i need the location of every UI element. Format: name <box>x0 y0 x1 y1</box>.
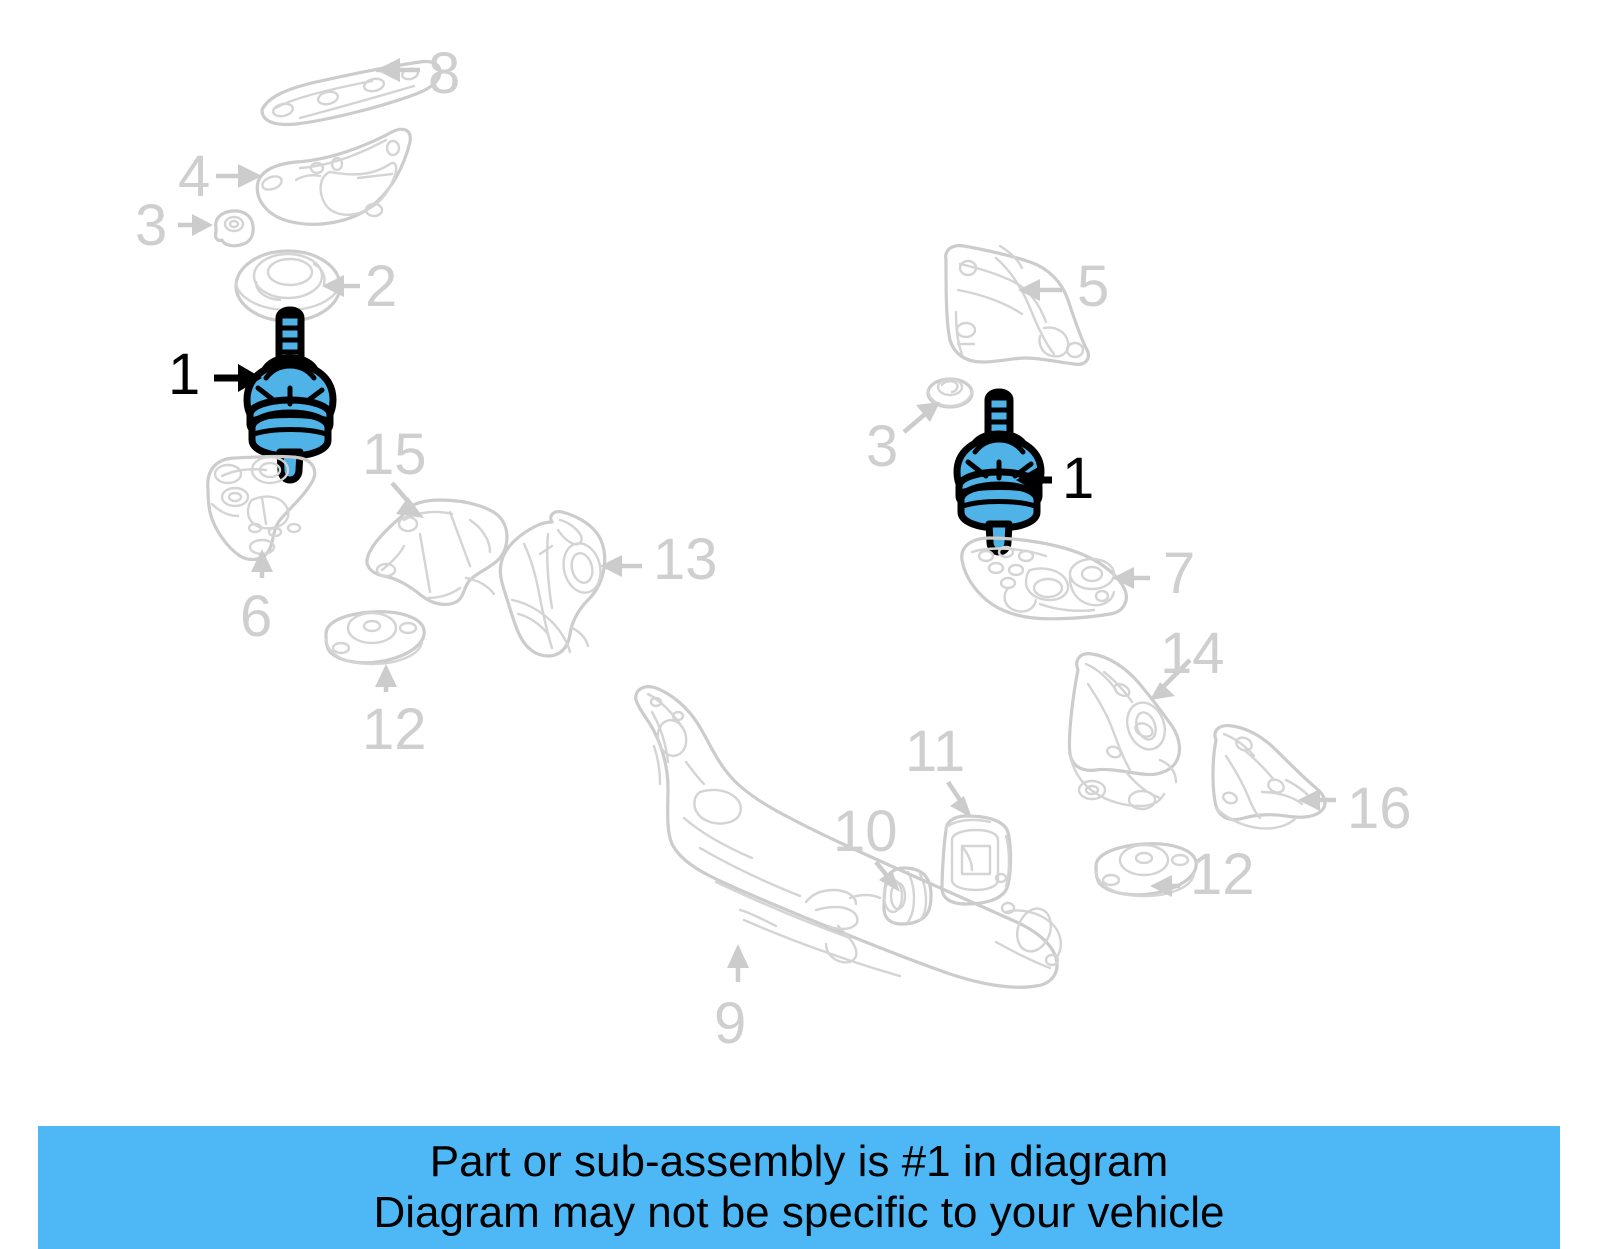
callout-label-13: 13 <box>653 527 718 592</box>
arrow-1-right <box>1016 466 1052 494</box>
callout-label-12-left: 12 <box>362 697 427 762</box>
arrow-10 <box>874 860 900 892</box>
disclaimer-banner: Part or sub-assembly is #1 in diagram Di… <box>38 1126 1560 1249</box>
arrow-7 <box>1112 567 1150 589</box>
arrow-13 <box>600 555 642 577</box>
arrow-8 <box>376 58 420 82</box>
callout-label-3-right: 3 <box>866 414 899 479</box>
part-16-shape <box>1211 724 1327 830</box>
arrow-6 <box>251 549 273 578</box>
part-7-shape <box>960 536 1128 621</box>
part-6-shape <box>206 454 317 562</box>
part-13-shape <box>498 510 607 658</box>
callout-label-7: 7 <box>1163 541 1196 606</box>
part-12-right-shape <box>1094 842 1198 898</box>
callout-label-3-left: 3 <box>135 193 168 258</box>
callout-label-10: 10 <box>833 799 898 864</box>
arrow-3-left <box>178 214 213 236</box>
disclaimer-line-2: Diagram may not be specific to your vehi… <box>373 1187 1225 1237</box>
arrow-3-right <box>902 402 940 434</box>
callout-label-4: 4 <box>178 144 211 209</box>
callout-label-1-right: 1 <box>1062 446 1095 511</box>
arrow-12-left <box>375 664 397 692</box>
arrow-9 <box>727 944 749 982</box>
disclaimer-line-1: Part or sub-assembly is #1 in diagram <box>429 1136 1169 1186</box>
part-12-left-shape <box>324 610 426 666</box>
arrow-14 <box>1150 658 1192 700</box>
arrow-4 <box>216 164 262 188</box>
callout-label-12-right: 12 <box>1190 842 1255 907</box>
callout-label-5: 5 <box>1077 254 1110 319</box>
part-11-shape <box>940 814 1013 906</box>
part-1-left-shape <box>243 306 337 484</box>
arrow-2 <box>322 275 360 297</box>
part-14-shape <box>1067 652 1182 811</box>
callout-label-2: 2 <box>365 254 398 319</box>
part-15-shape <box>365 498 509 607</box>
part-3-left-shape <box>213 209 255 248</box>
arrow-16 <box>1298 789 1336 811</box>
part-3-right-shape <box>926 377 974 409</box>
callout-label-1-left: 1 <box>168 342 201 407</box>
part-8-shape <box>260 59 442 127</box>
callout-label-15: 15 <box>362 422 427 487</box>
callout-label-9: 9 <box>714 991 747 1056</box>
part-5-shape <box>944 244 1090 366</box>
callout-label-6: 6 <box>240 584 273 649</box>
arrow-15 <box>390 481 424 518</box>
arrow-11 <box>946 780 972 818</box>
arrow-12-right <box>1150 875 1180 897</box>
part-4-shape <box>255 127 412 226</box>
arrow-1-left <box>214 364 262 392</box>
callout-label-16: 16 <box>1347 776 1412 841</box>
part-1-right-shape <box>953 388 1045 556</box>
arrow-5 <box>1018 279 1062 301</box>
callout-label-14: 14 <box>1160 621 1225 686</box>
callout-label-8: 8 <box>428 41 461 106</box>
callout-label-11: 11 <box>905 719 966 784</box>
part-9-shape <box>634 685 1062 989</box>
